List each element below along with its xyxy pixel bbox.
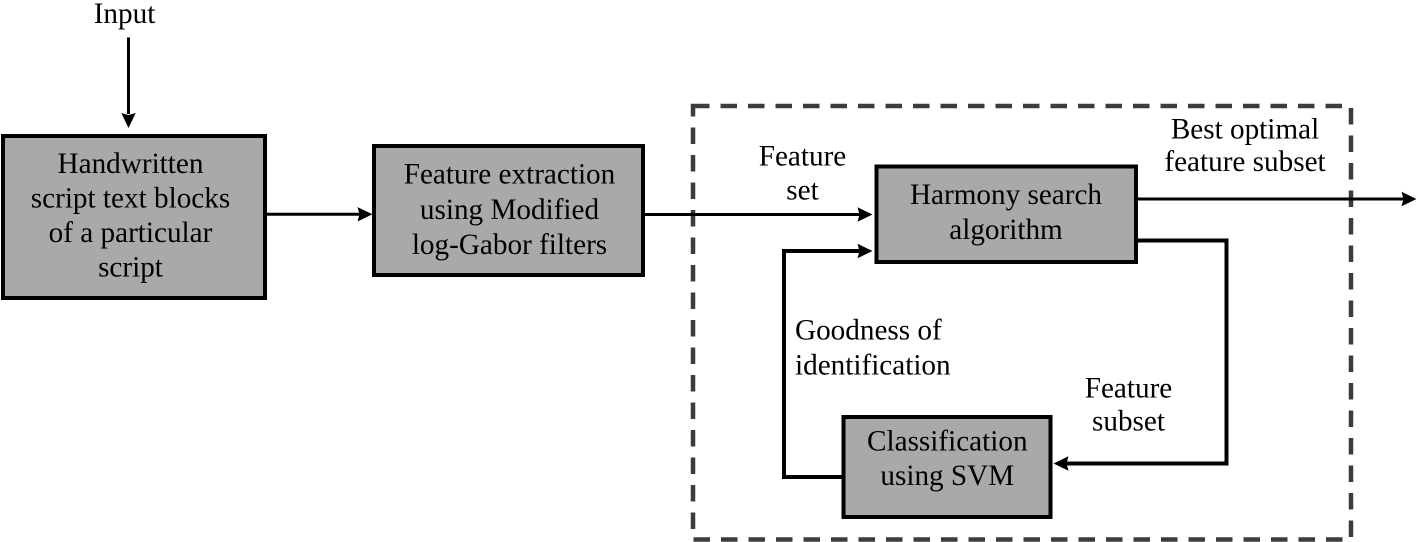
svg-text:Feature: Feature — [1085, 373, 1173, 405]
svg-text:algorithm: algorithm — [949, 214, 1063, 246]
svg-text:script: script — [98, 252, 163, 284]
svg-text:Handwritten: Handwritten — [58, 148, 204, 180]
svg-text:Feature extraction: Feature extraction — [404, 159, 616, 191]
svg-text:subset: subset — [1092, 406, 1165, 438]
svg-text:Input: Input — [94, 0, 156, 30]
svg-text:identification: identification — [795, 350, 951, 382]
svg-text:Goodness of: Goodness of — [795, 315, 942, 347]
svg-text:of a particular: of a particular — [49, 217, 213, 249]
svg-text:using Modified: using Modified — [420, 194, 600, 226]
svg-text:Classification: Classification — [867, 426, 1028, 458]
svg-text:Best optimal: Best optimal — [1171, 114, 1319, 146]
svg-text:script text blocks: script text blocks — [31, 183, 230, 215]
svg-text:set: set — [786, 175, 818, 207]
svg-text:Harmony search: Harmony search — [910, 179, 1102, 211]
svg-text:Feature: Feature — [759, 141, 847, 173]
svg-text:using SVM: using SVM — [880, 460, 1014, 492]
svg-text:feature subset: feature subset — [1164, 146, 1325, 178]
svg-text:log-Gabor filters: log-Gabor filters — [412, 229, 607, 261]
